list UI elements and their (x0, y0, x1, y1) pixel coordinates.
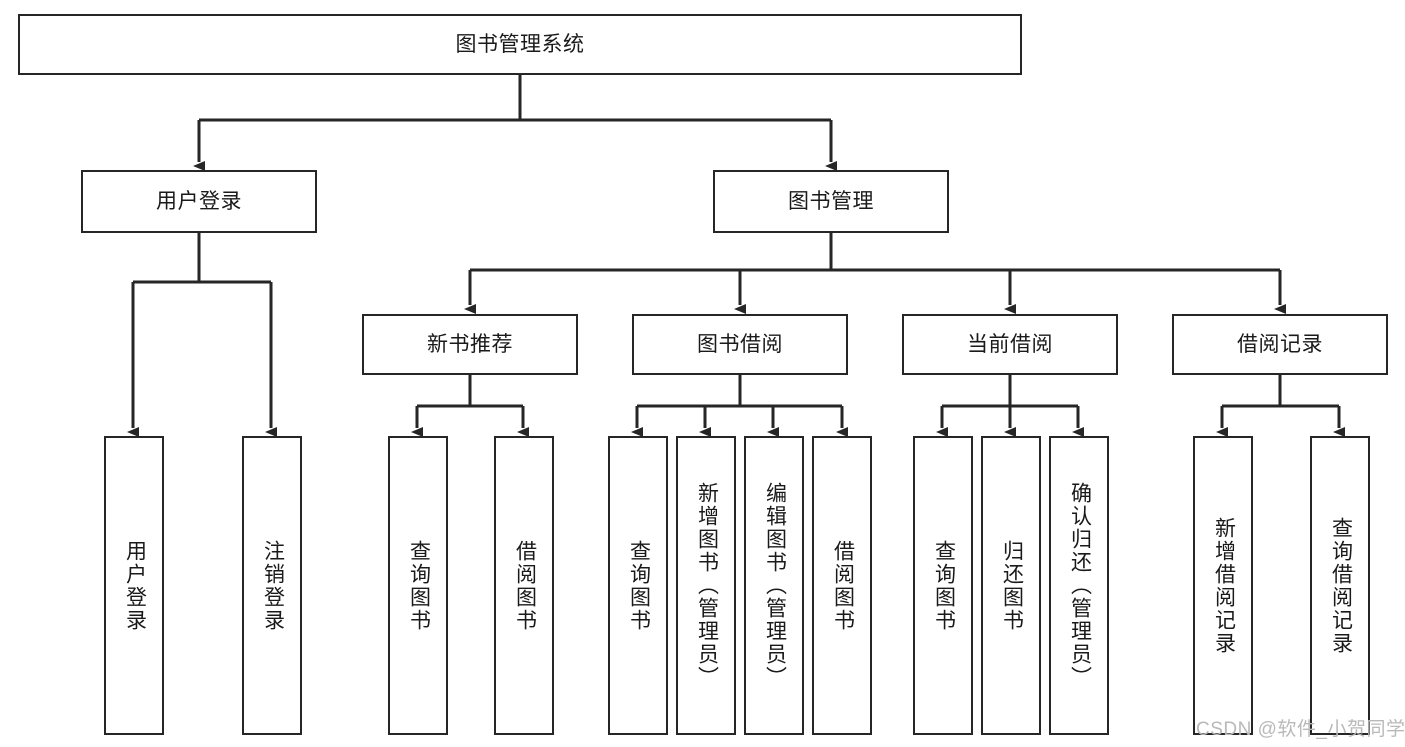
connector-newbook-to-leaves (411, 375, 529, 437)
node-label: 当前借阅 (967, 332, 1053, 356)
node-label: 借阅图书 (831, 539, 855, 632)
node-leaf-query-book-recommend[interactable]: 查询图书 (388, 436, 448, 735)
node-label: 注销登录 (261, 539, 285, 632)
node-leaf-borrow-book-recommend[interactable]: 借阅图书 (494, 436, 554, 735)
node-leaf-add-borrow-record[interactable]: 新增借阅记录 (1193, 436, 1253, 735)
connector-record-to-leaves (1216, 375, 1345, 437)
connector-bookmgmt-to-level3 (464, 233, 1286, 314)
node-label: 新增借阅记录 (1212, 516, 1236, 655)
connector-userlogin-to-leaves (127, 233, 277, 437)
node-leaf-add-book-admin[interactable]: 新增图书（管理员） (676, 436, 736, 735)
node-leaf-confirm-return-admin[interactable]: 确认归还（管理员） (1049, 436, 1109, 735)
connector-borrow-to-leaves (631, 375, 848, 437)
node-label: 查询图书 (407, 539, 431, 632)
node-user-login[interactable]: 用户登录 (81, 170, 317, 233)
node-label: 图书管理系统 (455, 32, 585, 56)
node-label: 查询借阅记录 (1329, 516, 1353, 655)
node-label: 查询图书 (932, 539, 956, 632)
node-leaf-query-borrow-record[interactable]: 查询借阅记录 (1310, 436, 1370, 735)
node-label: 归还图书 (1000, 539, 1024, 632)
node-label: 编辑图书（管理员） (763, 482, 787, 689)
node-label: 确认归还（管理员） (1068, 482, 1092, 689)
node-leaf-query-book-borrow[interactable]: 查询图书 (608, 436, 668, 735)
node-label: 图书管理 (788, 189, 874, 213)
node-label: 查询图书 (627, 539, 651, 632)
node-current-borrow[interactable]: 当前借阅 (902, 314, 1118, 375)
node-leaf-logout[interactable]: 注销登录 (242, 436, 302, 735)
node-label: 用户登录 (123, 539, 147, 632)
node-borrow-record[interactable]: 借阅记录 (1172, 314, 1388, 375)
node-root-book-management-system[interactable]: 图书管理系统 (18, 14, 1022, 75)
connector-current-to-leaves (936, 375, 1084, 437)
node-label: 新书推荐 (427, 332, 513, 356)
node-leaf-query-book-current[interactable]: 查询图书 (913, 436, 973, 735)
node-label: 图书借阅 (697, 332, 783, 356)
node-label: 借阅记录 (1237, 332, 1323, 356)
node-leaf-return-book[interactable]: 归还图书 (981, 436, 1041, 735)
node-label: 借阅图书 (513, 539, 537, 632)
node-book-management[interactable]: 图书管理 (713, 170, 949, 233)
node-new-book-recommend[interactable]: 新书推荐 (362, 314, 578, 375)
node-leaf-edit-book-admin[interactable]: 编辑图书（管理员） (744, 436, 804, 735)
node-leaf-borrow-book[interactable]: 借阅图书 (812, 436, 872, 735)
node-label: 新增图书（管理员） (695, 482, 719, 689)
node-label: 用户登录 (156, 189, 242, 213)
connector-root-to-level2 (193, 75, 837, 171)
node-leaf-user-login[interactable]: 用户登录 (104, 436, 164, 735)
node-book-borrow[interactable]: 图书借阅 (632, 314, 848, 375)
